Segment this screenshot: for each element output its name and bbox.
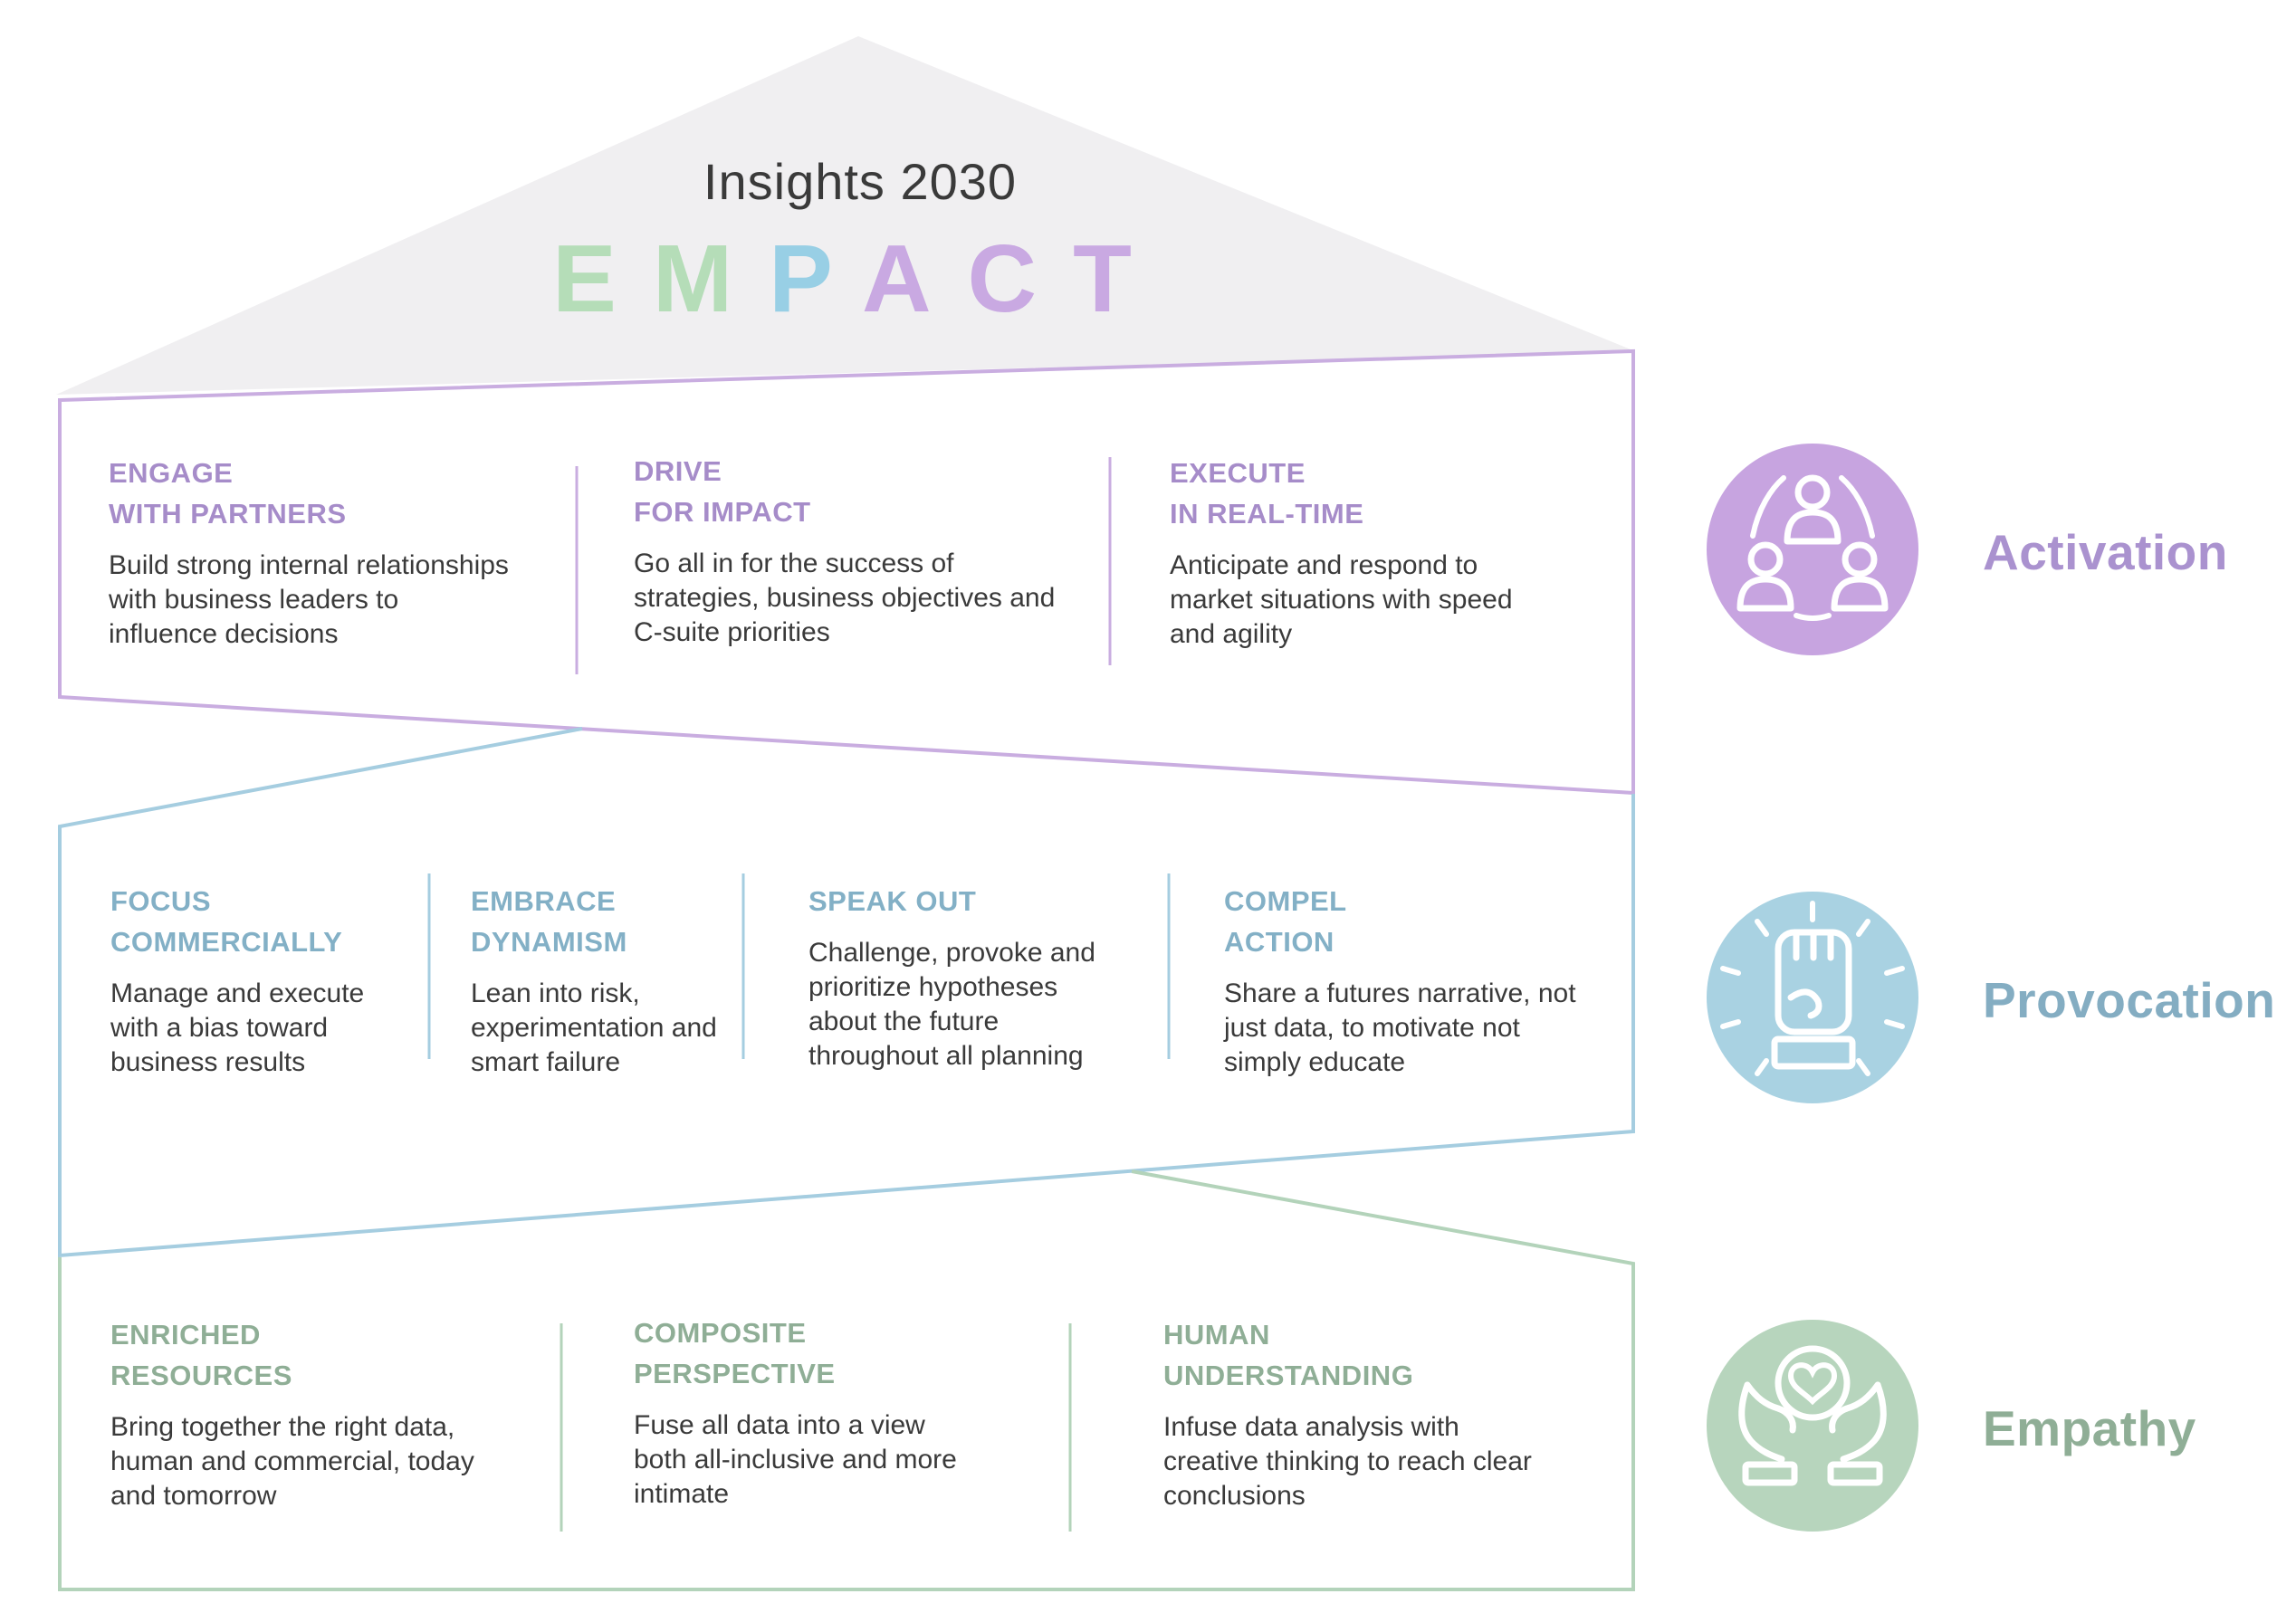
card-body: Go all in for the success of strategies,… (634, 549, 1056, 647)
card-title: FOCUS COMMERCIALLY (110, 885, 343, 958)
card-human-understanding: HUMAN UNDERSTANDING Infuse data analysis… (1163, 1314, 1607, 1513)
provocation-band-outline (58, 727, 1635, 1258)
card-title: COMPEL ACTION (1224, 885, 1347, 958)
card-compel-action: COMPEL ACTION Share a futures narrative,… (1224, 881, 1622, 1080)
card-embrace-dynamism: EMBRACE DYNAMISM Lean into risk, experim… (471, 881, 751, 1080)
page-title: Insights 2030 (703, 153, 1018, 210)
raised-fist-icon (1720, 901, 1905, 1076)
card-composite-perspective: COMPOSITE PERSPECTIVE Fuse all data into… (634, 1312, 1041, 1512)
hands-heart-icon (1738, 1345, 1887, 1486)
empathy-badge (1707, 1320, 1918, 1532)
brand-wordmark: EMPACT (136, 224, 1584, 334)
brand-letter: E (552, 225, 653, 332)
card-body: Build strong internal relationships with… (109, 550, 509, 649)
card-body: Infuse data analysis with creative think… (1163, 1412, 1532, 1511)
card-title: ENGAGE WITH PARTNERS (109, 457, 347, 530)
card-body: Manage and execute with a bias toward bu… (110, 978, 365, 1077)
card-drive-for-impact: DRIVE FOR IMPACT Go all in for the succe… (634, 451, 1105, 650)
people-network-icon (1736, 474, 1889, 621)
card-title: ENRICHED RESOURCES (110, 1319, 292, 1391)
card-title: DRIVE FOR IMPACT (634, 455, 811, 528)
card-title: HUMAN UNDERSTANDING (1163, 1319, 1414, 1391)
provocation-dividers (427, 873, 1171, 1059)
empathy-band-outline (58, 1169, 1635, 1591)
activation-badge (1707, 444, 1918, 655)
card-title: SPEAK OUT (808, 885, 977, 917)
card-execute-in-real-time: EXECUTE IN REAL-TIME Anticipate and resp… (1170, 453, 1604, 652)
card-speak-out: SPEAK OUT Challenge, provoke and priorit… (808, 881, 1153, 1074)
band-label-activation: Activation (1983, 524, 2228, 580)
activation-dividers (575, 457, 1112, 674)
card-body: Challenge, provoke and prioritize hypoth… (808, 938, 1095, 1071)
empathy-dividers (560, 1323, 1072, 1532)
card-body: Anticipate and respond to market situati… (1170, 550, 1513, 649)
card-title: EMBRACE DYNAMISM (471, 885, 627, 958)
band-label-empathy: Empathy (1983, 1400, 2196, 1456)
card-body: Share a futures narrative, not just data… (1224, 978, 1576, 1077)
card-body: Lean into risk, experimentation and smar… (471, 978, 717, 1077)
card-title: COMPOSITE PERSPECTIVE (634, 1317, 836, 1389)
card-body: Bring together the right data, human and… (110, 1412, 474, 1511)
roof-triangle (56, 36, 1635, 395)
card-title: EXECUTE IN REAL-TIME (1170, 457, 1364, 530)
brand-letter: C (967, 225, 1074, 332)
brand-letter: A (861, 225, 968, 332)
activation-band-outline (58, 348, 1635, 796)
brand-letter: P (769, 225, 862, 332)
card-focus-commercially: FOCUS COMMERCIALLY Manage and execute wi… (110, 881, 409, 1080)
card-body: Fuse all data into a view both all-inclu… (634, 1410, 957, 1509)
band-label-provocation: Provocation (1983, 972, 2276, 1028)
brand-letter: T (1073, 225, 1168, 332)
card-engage-with-partners: ENGAGE WITH PARTNERS Build strong intern… (109, 453, 579, 652)
card-enriched-resources: ENRICHED RESOURCES Bring together the ri… (110, 1314, 563, 1513)
provocation-badge (1707, 892, 1918, 1103)
brand-letter: M (652, 225, 770, 332)
